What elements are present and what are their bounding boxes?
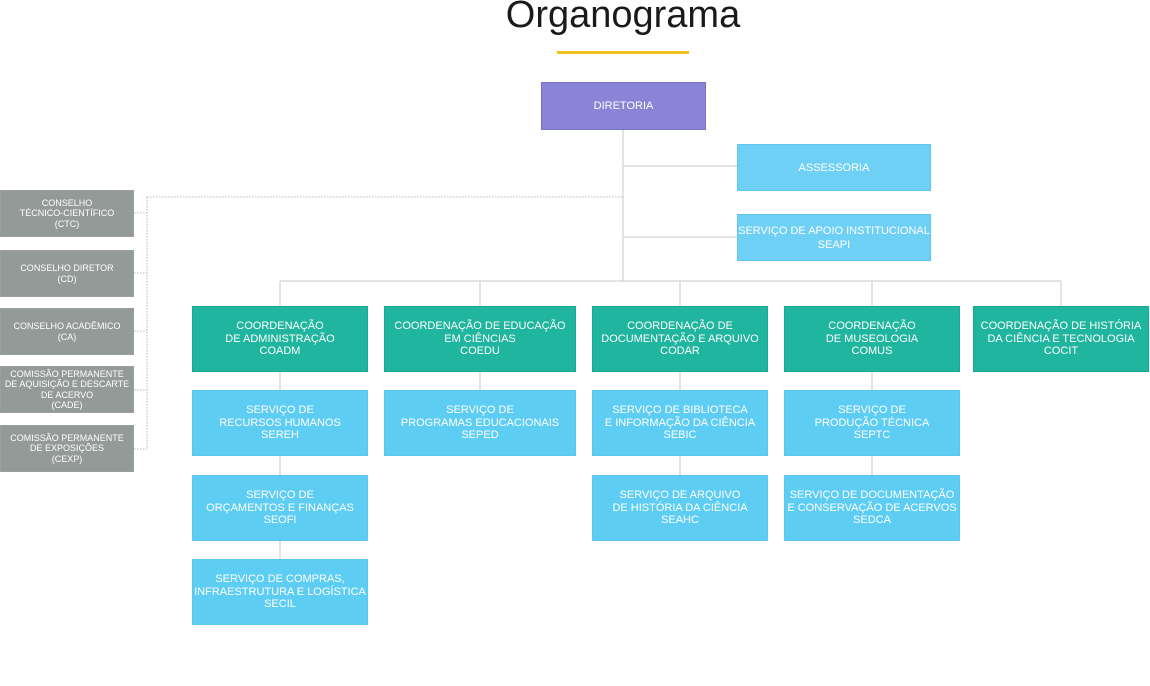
- coordination-codar: COORDENAÇÃO DE DOCUMENTAÇÃO E ARQUIVO CO…: [592, 306, 768, 372]
- service-seofi: SERVIÇO DE ORÇAMENTOS E FINANÇAS SEOFI: [192, 475, 368, 541]
- coordination-label: COORDENAÇÃO DE HISTÓRIA DA CIÊNCIA E TEC…: [980, 320, 1142, 358]
- service-seped: SERVIÇO DE PROGRAMAS EDUCACIONAIS SEPED: [384, 390, 576, 456]
- service-seahc: SERVIÇO DE ARQUIVO DE HISTÓRIA DA CIÊNCI…: [592, 475, 768, 541]
- council-label: COMISSÃO PERMANENTE DE EXPOSIÇÕES (CEXP): [10, 432, 124, 464]
- diretoria-box: DIRETORIA: [541, 82, 706, 130]
- title-underline: [557, 51, 689, 54]
- service-label: SERVIÇO DE ORÇAMENTOS E FINANÇAS SEOFI: [206, 489, 354, 527]
- council-ctc: CONSELHO TÉCNICO-CIENTÍFICO (CTC): [0, 190, 134, 237]
- council-label: CONSELHO ACADÊMICO (CA): [13, 321, 121, 342]
- service-sebic: SERVIÇO DE BIBLIOTECA E INFORMAÇÃO DA CI…: [592, 390, 768, 456]
- service-label: SERVIÇO DE ARQUIVO DE HISTÓRIA DA CIÊNCI…: [612, 489, 748, 527]
- service-secil: SERVIÇO DE COMPRAS, INFRAESTRUTURA E LOG…: [192, 559, 368, 625]
- coordination-coedu: COORDENAÇÃO DE EDUCAÇÃO EM CIÊNCIAS COED…: [384, 306, 576, 372]
- service-label: SERVIÇO DE COMPRAS, INFRAESTRUTURA E LOG…: [194, 573, 366, 611]
- council-cexp: COMISSÃO PERMANENTE DE EXPOSIÇÕES (CEXP): [0, 425, 134, 472]
- service-label: SERVIÇO DE PRODUÇÃO TÉCNICA SEPTC: [814, 404, 930, 442]
- council-label: COMISSÃO PERMANENTE DE AQUISIÇÃO E DESCA…: [4, 368, 130, 411]
- council-cade: COMISSÃO PERMANENTE DE AQUISIÇÃO E DESCA…: [0, 366, 134, 413]
- council-label: CONSELHO TÉCNICO-CIENTÍFICO (CTC): [19, 197, 115, 229]
- coordination-label: COORDENAÇÃO DE EDUCAÇÃO EM CIÊNCIAS COED…: [394, 320, 566, 358]
- service-sedca: SERVIÇO DE DOCUMENTAÇÃO E CONSERVAÇÃO DE…: [784, 475, 960, 541]
- coordination-cocit: COORDENAÇÃO DE HISTÓRIA DA CIÊNCIA E TEC…: [973, 306, 1149, 372]
- coordination-label: COORDENAÇÃO DE MUSEOLOGIA COMUS: [825, 320, 919, 358]
- page-title: Organograma: [505, 0, 741, 36]
- seapi-box: SERVIÇO DE APOIO INSTITUCIONAL SEAPI: [737, 214, 931, 261]
- coordination-label: COORDENAÇÃO DE ADMINISTRAÇÃO COADM: [225, 320, 335, 358]
- council-ca: CONSELHO ACADÊMICO (CA): [0, 308, 134, 355]
- coordination-label: COORDENAÇÃO DE DOCUMENTAÇÃO E ARQUIVO CO…: [601, 320, 759, 358]
- service-label: SERVIÇO DE PROGRAMAS EDUCACIONAIS SEPED: [400, 404, 560, 442]
- diretoria-label: DIRETORIA: [593, 100, 654, 112]
- service-sereh: SERVIÇO DE RECURSOS HUMANOS SEREH: [192, 390, 368, 456]
- service-septc: SERVIÇO DE PRODUÇÃO TÉCNICA SEPTC: [784, 390, 960, 456]
- seapi-label: SERVIÇO DE APOIO INSTITUCIONAL SEAPI: [738, 224, 930, 251]
- service-label: SERVIÇO DE BIBLIOTECA E INFORMAÇÃO DA CI…: [604, 404, 756, 442]
- coordination-comus: COORDENAÇÃO DE MUSEOLOGIA COMUS: [784, 306, 960, 372]
- coordination-coadm: COORDENAÇÃO DE ADMINISTRAÇÃO COADM: [192, 306, 368, 372]
- assessoria-label: ASSESSORIA: [798, 161, 870, 174]
- council-cd: CONSELHO DIRETOR (CD): [0, 250, 134, 297]
- assessoria-box: ASSESSORIA: [737, 144, 931, 191]
- council-label: CONSELHO DIRETOR (CD): [20, 263, 114, 284]
- service-label: SERVIÇO DE RECURSOS HUMANOS SEREH: [219, 404, 341, 442]
- service-label: SERVIÇO DE DOCUMENTAÇÃO E CONSERVAÇÃO DE…: [787, 489, 957, 527]
